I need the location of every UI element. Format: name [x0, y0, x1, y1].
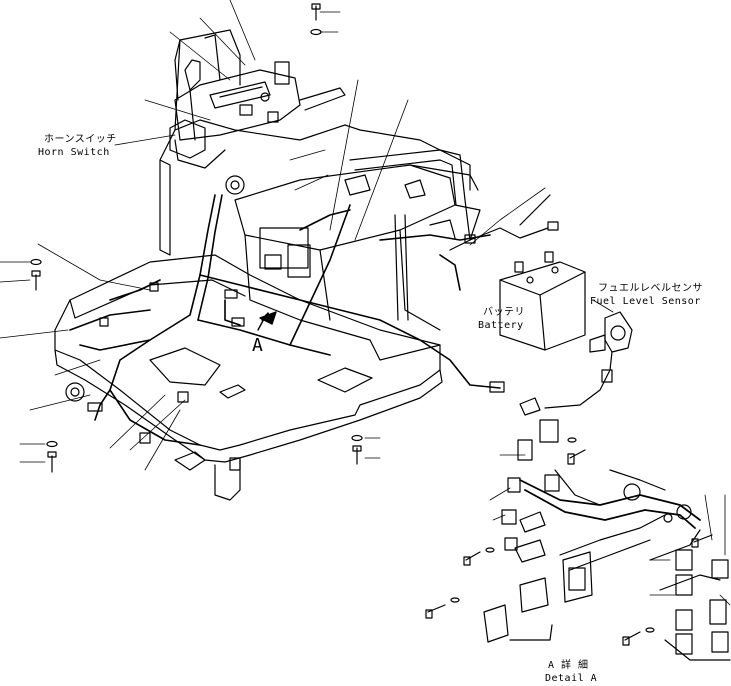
horn-switch-label-jp: ホーンスイッチ — [44, 134, 117, 145]
fuel-level-sensor — [544, 311, 633, 409]
floor-frame — [54, 254, 443, 501]
main-harness — [69, 194, 501, 446]
view-a-label: A — [252, 335, 264, 356]
fuel-sensor-label-jp: フュエルレベルセンサ — [598, 283, 703, 294]
detail-a-label-jp: A 詳 細 — [548, 660, 589, 671]
view-arrow-a — [257, 311, 277, 331]
battery — [464, 194, 586, 351]
rops-bar — [349, 149, 471, 321]
horn-switch-label-en: Horn Switch — [38, 147, 110, 158]
console-tower — [159, 29, 471, 256]
battery-label-en: Battery — [478, 320, 524, 331]
left-fasteners — [30, 3, 363, 473]
detail-a-drawing — [425, 419, 731, 661]
fuel-sensor-label-en: Fuel Level Sensor — [590, 296, 701, 307]
leader-lines — [0, 0, 731, 606]
battery-label-jp: バッテリ — [483, 307, 525, 318]
fuel-tank — [225, 164, 481, 361]
harness-connectors — [65, 282, 541, 471]
detail-a-label-en: Detail A — [545, 673, 598, 684]
